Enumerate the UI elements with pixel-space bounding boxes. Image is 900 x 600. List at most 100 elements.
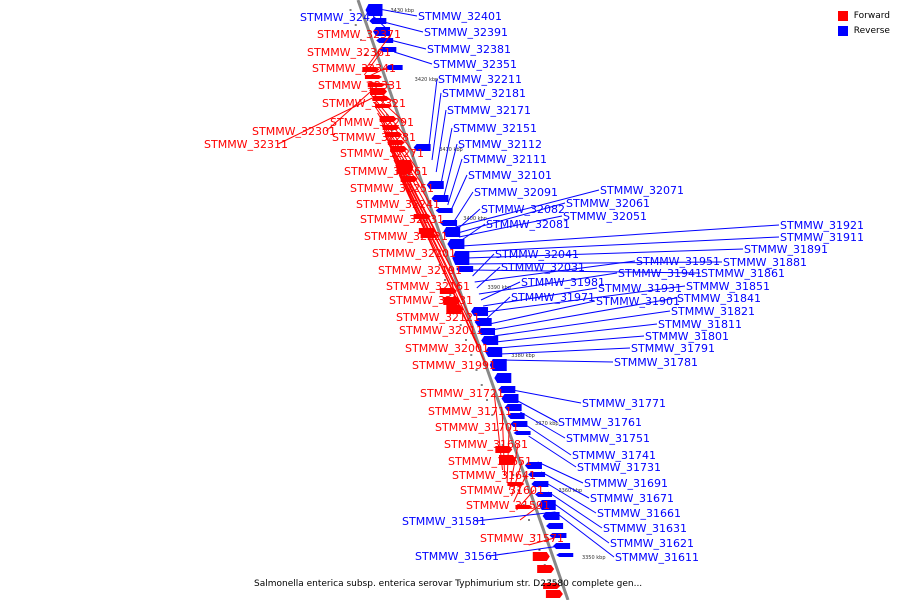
- reverse-gene-block[interactable]: [489, 359, 507, 371]
- reverse-gene-block[interactable]: [498, 386, 516, 393]
- reverse-gene-label[interactable]: STMMW_31891: [744, 243, 828, 256]
- reverse-gene-label[interactable]: STMMW_32082: [481, 203, 565, 216]
- reverse-gene-block[interactable]: [431, 195, 449, 202]
- reverse-gene-label[interactable]: STMMW_31901: [596, 295, 680, 308]
- reverse-gene-label[interactable]: STMMW_32391: [424, 26, 508, 39]
- reverse-gene-block[interactable]: [546, 523, 564, 529]
- reverse-gene-block[interactable]: [440, 220, 458, 226]
- reverse-gene-label[interactable]: STMMW_32071: [600, 184, 684, 197]
- forward-gene-label[interactable]: STMMW_32281: [332, 131, 416, 144]
- reverse-gene-label[interactable]: STMMW_31801: [645, 330, 729, 343]
- forward-gene-block[interactable]: [537, 565, 555, 573]
- reverse-gene-label[interactable]: STMMW_31621: [610, 537, 694, 550]
- reverse-gene-block[interactable]: [504, 404, 522, 411]
- reverse-gene-label[interactable]: STMMW_32111: [463, 153, 547, 166]
- reverse-gene-label[interactable]: STMMW_31581: [402, 515, 486, 528]
- reverse-gene-block[interactable]: [447, 239, 465, 249]
- reverse-gene-block[interactable]: [494, 373, 512, 383]
- reverse-gene-label[interactable]: STMMW_32031: [501, 261, 585, 274]
- reverse-gene-label[interactable]: STMMW_31791: [631, 342, 715, 355]
- reverse-gene-label[interactable]: STMMW_31971: [511, 291, 595, 304]
- reverse-gene-label[interactable]: STMMW_32112: [458, 138, 542, 151]
- reverse-gene-block[interactable]: [376, 38, 394, 43]
- reverse-gene-label[interactable]: STMMW_31951: [636, 255, 720, 268]
- forward-gene-label[interactable]: STMMW_32011: [399, 324, 483, 337]
- forward-gene-label[interactable]: STMMW_32361: [307, 46, 391, 59]
- reverse-gene-block[interactable]: [542, 512, 560, 520]
- reverse-gene-label[interactable]: STMMW_31771: [582, 397, 666, 410]
- forward-gene-label[interactable]: STMMW_32241: [356, 198, 440, 211]
- reverse-gene-block[interactable]: [413, 144, 431, 151]
- reverse-gene-block[interactable]: [524, 462, 542, 469]
- forward-gene-label[interactable]: STMMW_31641: [452, 469, 536, 482]
- reverse-gene-block[interactable]: [510, 421, 528, 427]
- reverse-gene-block[interactable]: [435, 208, 453, 213]
- forward-gene-label[interactable]: STMMW_32291: [330, 116, 414, 129]
- forward-gene-label[interactable]: STMMW_31601: [460, 484, 544, 497]
- reverse-gene-label[interactable]: STMMW_31921: [780, 219, 864, 232]
- forward-gene-label[interactable]: STMMW_31591: [466, 499, 550, 512]
- reverse-gene-label[interactable]: STMMW_32081: [486, 218, 570, 231]
- forward-gene-label[interactable]: STMMW_32311: [204, 138, 288, 151]
- forward-gene-block[interactable]: [532, 552, 550, 561]
- forward-gene-label[interactable]: STMMW_31701: [435, 421, 519, 434]
- reverse-gene-block[interactable]: [549, 533, 567, 538]
- reverse-gene-block[interactable]: [373, 27, 391, 36]
- forward-gene-label[interactable]: STMMW_31721: [420, 387, 504, 400]
- reverse-gene-label[interactable]: STMMW_31691: [584, 477, 668, 490]
- reverse-gene-label[interactable]: STMMW_31631: [603, 522, 687, 535]
- forward-gene-label[interactable]: STMMW_32131: [389, 294, 473, 307]
- forward-gene-label[interactable]: STMMW_32201: [372, 247, 456, 260]
- reverse-gene-block[interactable]: [556, 553, 574, 557]
- reverse-gene-label[interactable]: STMMW_31821: [671, 305, 755, 318]
- reverse-gene-label[interactable]: STMMW_31741: [572, 449, 656, 462]
- reverse-gene-label[interactable]: STMMW_31761: [558, 416, 642, 429]
- forward-gene-label[interactable]: STMMW_32301: [252, 125, 336, 138]
- forward-gene-label[interactable]: STMMW_31711: [428, 405, 512, 418]
- forward-gene-block[interactable]: [507, 482, 525, 486]
- reverse-gene-block[interactable]: [513, 431, 531, 435]
- reverse-gene-label[interactable]: STMMW_31781: [614, 356, 698, 369]
- reverse-gene-label[interactable]: STMMW_31661: [597, 507, 681, 520]
- forward-gene-label[interactable]: STMMW_31681: [444, 438, 528, 451]
- reverse-gene-block[interactable]: [365, 4, 383, 16]
- forward-gene-label[interactable]: STMMW_31991: [412, 359, 496, 372]
- reverse-gene-block[interactable]: [379, 47, 397, 52]
- reverse-gene-label[interactable]: STMMW_32061: [566, 197, 650, 210]
- reverse-gene-label[interactable]: STMMW_31751: [566, 432, 650, 445]
- reverse-gene-label[interactable]: STMMW_32211: [438, 73, 522, 86]
- forward-gene-label[interactable]: STMMW_32371: [317, 28, 401, 41]
- reverse-gene-block[interactable]: [426, 181, 444, 189]
- reverse-gene-block[interactable]: [452, 251, 470, 265]
- reverse-gene-label[interactable]: STMMW_31881: [723, 256, 807, 269]
- reverse-gene-label[interactable]: STMMW_32181: [442, 87, 526, 100]
- forward-gene-label[interactable]: STMMW_32271: [340, 147, 424, 160]
- reverse-gene-label[interactable]: STMMW_31931: [598, 282, 682, 295]
- reverse-gene-label[interactable]: STMMW_31851: [686, 280, 770, 293]
- reverse-gene-block[interactable]: [443, 227, 461, 237]
- reverse-gene-label[interactable]: STMMW_31671: [590, 492, 674, 505]
- reverse-gene-block[interactable]: [528, 472, 546, 477]
- reverse-gene-block[interactable]: [538, 500, 556, 510]
- reverse-gene-label[interactable]: STMMW_32101: [468, 169, 552, 182]
- reverse-gene-label[interactable]: STMMW_32091: [474, 186, 558, 199]
- reverse-gene-block[interactable]: [456, 266, 474, 272]
- reverse-gene-block[interactable]: [485, 347, 503, 357]
- forward-gene-label[interactable]: STMMW_32001: [405, 342, 489, 355]
- forward-gene-label[interactable]: STMMW_32331: [318, 79, 402, 92]
- reverse-gene-label[interactable]: STMMW_31911: [780, 231, 864, 244]
- reverse-gene-block[interactable]: [474, 318, 492, 326]
- reverse-gene-label[interactable]: STMMW_31731: [577, 461, 661, 474]
- reverse-gene-label[interactable]: STMMW_31561: [415, 550, 499, 563]
- forward-gene-label[interactable]: STMMW_32121: [396, 311, 480, 324]
- reverse-gene-label[interactable]: STMMW_32381: [427, 43, 511, 56]
- reverse-gene-block[interactable]: [385, 65, 403, 70]
- forward-gene-label[interactable]: STMMW_32321: [322, 97, 406, 110]
- forward-gene-block[interactable]: [543, 583, 561, 589]
- reverse-gene-label[interactable]: STMMW_31841: [677, 292, 761, 305]
- reverse-gene-label[interactable]: STMMW_31861: [701, 267, 785, 280]
- reverse-gene-label[interactable]: STMMW_32401: [418, 10, 502, 23]
- reverse-gene-block[interactable]: [535, 492, 553, 497]
- reverse-gene-label[interactable]: STMMW_31611: [615, 551, 699, 564]
- forward-gene-label[interactable]: STMMW_32341: [312, 62, 396, 75]
